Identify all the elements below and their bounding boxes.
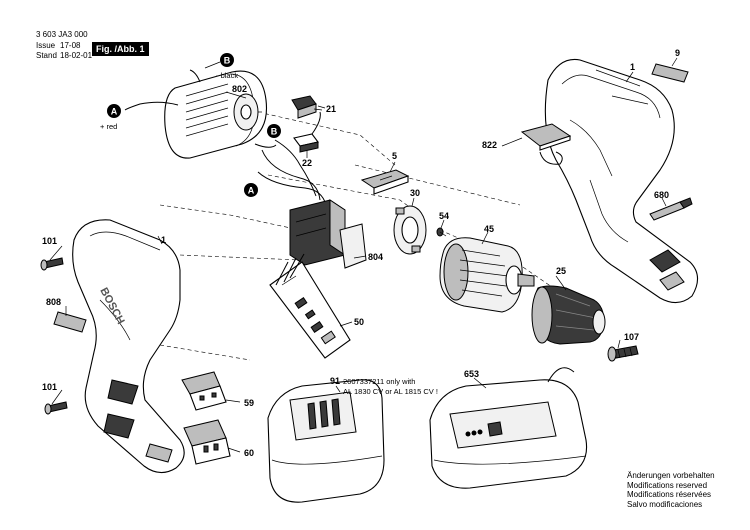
marker-a-wire: A — [244, 183, 258, 197]
label-9: 9 — [675, 48, 680, 58]
part-5[interactable] — [360, 169, 410, 195]
label-50: 50 — [354, 317, 364, 327]
label-808[interactable] — [53, 311, 87, 333]
label-101-top: 101 — [42, 236, 57, 246]
label-653: 653 — [464, 369, 479, 379]
battery-note-line2: AL 1830 CV or AL 1815 CV ! — [343, 387, 438, 396]
label-1-left: 1 — [161, 235, 166, 245]
label-91: 91 — [330, 376, 340, 386]
part-21[interactable] — [291, 95, 326, 119]
part-22[interactable] — [293, 111, 321, 153]
issue-value: 17-08 — [60, 41, 81, 50]
svg-text:B: B — [224, 56, 231, 66]
housing-right-1[interactable] — [544, 58, 699, 304]
label-45: 45 — [484, 224, 494, 234]
label-804: 804 — [368, 252, 383, 262]
footer-notes: Änderungen vorbehalten Modifications res… — [627, 471, 715, 509]
battery-91[interactable] — [267, 379, 385, 503]
screw-107[interactable] — [607, 345, 639, 362]
screw-101-top[interactable] — [40, 257, 64, 271]
figure-label: Fig. /Abb. 1 — [92, 42, 149, 56]
marker-b-wire: B — [267, 124, 281, 138]
housing-left-1[interactable]: BOSCH — [72, 219, 185, 474]
leader-lines — [49, 57, 678, 453]
stand-label: Stand — [36, 51, 57, 60]
part-60[interactable] — [183, 419, 231, 465]
label-21: 21 — [326, 104, 336, 114]
screw-101-bottom[interactable] — [44, 401, 68, 415]
ring-30[interactable] — [393, 205, 427, 255]
svg-text:A: A — [111, 107, 118, 117]
part-labels: 802 21 22 5 1 9 822 680 30 54 45 804 1 1… — [42, 48, 680, 458]
battery-note-line1: 2607337211 only with — [343, 377, 415, 386]
marker-a-text: + red — [100, 122, 117, 131]
charger-653[interactable] — [429, 367, 588, 489]
chuck-25[interactable] — [531, 285, 606, 345]
marker-b-text: - black — [216, 71, 238, 80]
footer-line-es: Salvo modificaciones — [627, 499, 703, 509]
part-59[interactable] — [181, 371, 227, 411]
screw-54[interactable] — [436, 227, 447, 237]
pcb-50[interactable] — [269, 253, 351, 359]
label-59: 59 — [244, 398, 254, 408]
label-5: 5 — [392, 151, 397, 161]
motor-802[interactable] — [124, 69, 277, 159]
footer-line-en: Modifications reserved — [627, 480, 708, 490]
svg-text:A: A — [248, 186, 255, 196]
label-60: 60 — [244, 448, 254, 458]
label-808: 808 — [46, 297, 61, 307]
motor-leads — [257, 139, 327, 206]
label-101-bottom: 101 — [42, 382, 57, 392]
label-22: 22 — [302, 158, 312, 168]
label-822: 822 — [482, 140, 497, 150]
label-680: 680 — [654, 190, 669, 200]
footer-line-fr: Modifications réservées — [627, 490, 712, 499]
marker-b-top: B - black — [204, 53, 238, 80]
doc-number: 3 603 JA3 000 — [36, 30, 88, 39]
stand-value: 18-02-01 — [60, 51, 93, 60]
svg-text:B: B — [271, 127, 278, 137]
label-802: 802 — [232, 84, 247, 94]
marker-a-left: A + red — [100, 104, 121, 131]
label-107: 107 — [624, 332, 639, 342]
gearbox-45[interactable] — [439, 237, 535, 313]
label-30: 30 — [410, 188, 420, 198]
bit-680[interactable] — [649, 197, 693, 221]
label-54: 54 — [439, 211, 449, 221]
issue-label: Issue — [36, 41, 56, 50]
label-1-top: 1 — [630, 62, 635, 72]
label-25: 25 — [556, 266, 566, 276]
footer-line-de: Änderungen vorbehalten — [627, 471, 715, 480]
label-9[interactable] — [651, 63, 689, 83]
clip-822[interactable] — [520, 123, 572, 165]
